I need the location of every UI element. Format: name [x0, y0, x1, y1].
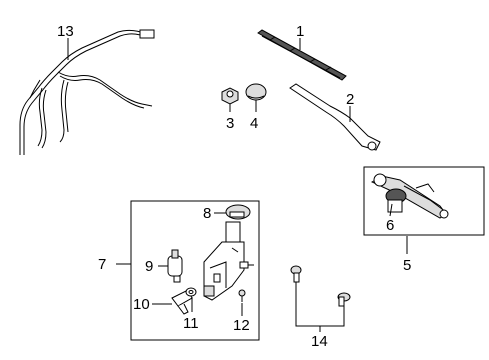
reservoir-screw — [238, 289, 246, 302]
arm-cap — [245, 83, 267, 101]
leader-lines — [67, 38, 408, 332]
callout-9: 9 — [145, 258, 153, 275]
callout-7: 7 — [98, 256, 106, 273]
reservoir-cap — [225, 204, 251, 220]
callout-4: 4 — [250, 115, 258, 132]
washer-system-box — [130, 200, 260, 341]
callout-labels: 13 1 2 3 4 6 5 7 8 9 10 11 12 14 — [57, 23, 411, 350]
arm-bolt-right — [337, 292, 351, 307]
callout-13: 13 — [57, 23, 74, 40]
callout-11: 11 — [183, 315, 199, 332]
callout-5: 5 — [403, 257, 411, 274]
arm-nut — [221, 87, 239, 105]
pump-grommet — [185, 287, 197, 297]
wiper-motor-linkage — [370, 173, 449, 219]
callout-3: 3 — [226, 115, 234, 132]
arm-bolt-left — [290, 265, 302, 283]
callout-2: 2 — [346, 91, 354, 108]
callout-1: 1 — [296, 23, 304, 40]
washer-hose-assembly — [19, 29, 155, 155]
washer-pump — [167, 249, 183, 283]
callout-10: 10 — [133, 296, 150, 313]
wiper-blade — [257, 29, 347, 81]
callout-6: 6 — [386, 217, 394, 234]
callout-12: 12 — [233, 317, 250, 334]
reservoir-bolt — [239, 261, 254, 269]
wiper-arm — [289, 83, 381, 151]
washer-reservoir — [203, 221, 245, 301]
callout-8: 8 — [203, 205, 211, 222]
motor-linkage-box — [363, 166, 485, 236]
callout-14: 14 — [311, 333, 328, 350]
